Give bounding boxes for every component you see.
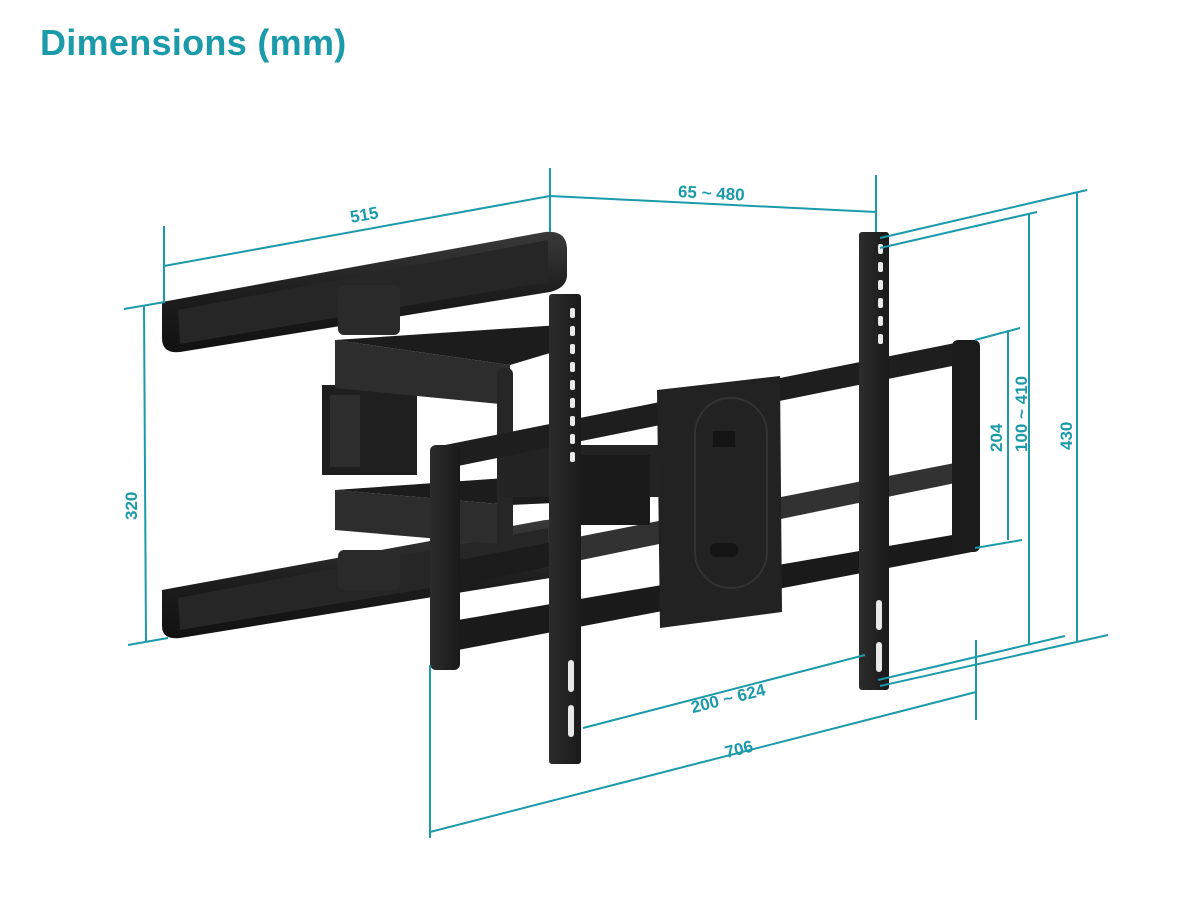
label-vesa-horizontal: 200 ~ 624: [689, 680, 768, 717]
label-overall-width: 706: [723, 737, 755, 762]
diagram-title: Dimensions (mm): [40, 22, 347, 63]
label-wall-plate-width: 515: [349, 203, 380, 227]
left-vesa-bracket: [549, 294, 581, 764]
dimension-lines: [123, 168, 1109, 838]
label-overall-height: 430: [1057, 422, 1076, 450]
label-frame-height: 204: [987, 423, 1006, 452]
label-vesa-vertical: 100 ~ 410: [1012, 376, 1031, 452]
label-wall-plate-height: 320: [122, 492, 141, 520]
center-tilt-plate: [657, 376, 782, 628]
label-extension: 65 ~ 480: [678, 182, 746, 204]
right-vesa-bracket: [859, 232, 889, 690]
